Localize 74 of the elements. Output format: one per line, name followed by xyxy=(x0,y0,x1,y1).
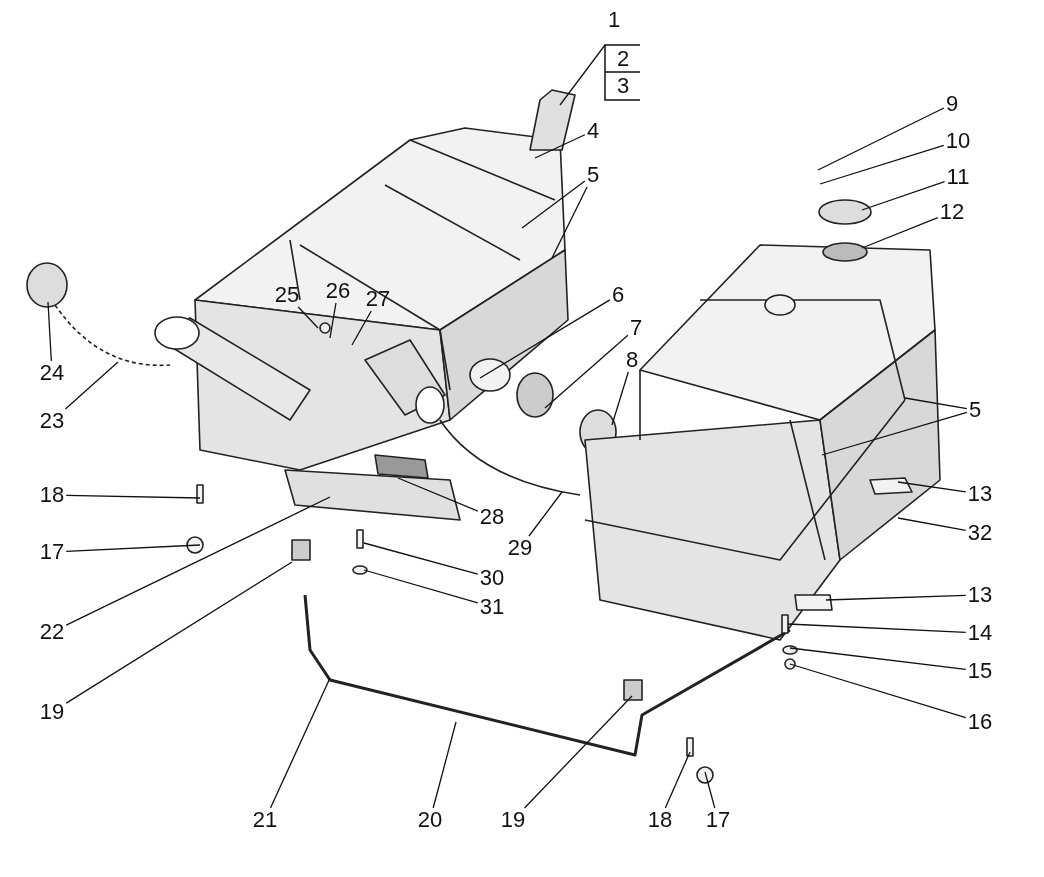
callout-number: 8 xyxy=(625,348,639,372)
leader-line xyxy=(861,217,939,249)
leader-line xyxy=(432,721,457,809)
leader-line xyxy=(351,310,372,346)
leader-line xyxy=(479,299,611,379)
leader-line xyxy=(534,134,586,159)
leader-line xyxy=(329,302,337,339)
callout-number: 9 xyxy=(945,92,959,116)
leader-line xyxy=(817,107,945,171)
callout-number: 25 xyxy=(274,283,300,307)
callout-number: 15 xyxy=(967,659,993,683)
leader-line xyxy=(363,569,479,604)
leader-line xyxy=(897,481,967,493)
callout-number: 24 xyxy=(39,361,65,385)
callout-number: 18 xyxy=(647,808,673,832)
leader-line xyxy=(789,647,967,670)
leader-line xyxy=(521,180,586,229)
callout-number: 20 xyxy=(417,808,443,832)
leader-line xyxy=(269,677,331,809)
leader-line xyxy=(787,623,967,633)
callout-number: 18 xyxy=(39,483,65,507)
leader-line xyxy=(825,594,967,601)
callout-number: 27 xyxy=(365,287,391,311)
callout-number: 5 xyxy=(968,398,982,422)
leader-line xyxy=(523,695,633,809)
leader-line xyxy=(65,496,331,626)
leader-line xyxy=(821,411,968,456)
leader-line xyxy=(544,334,629,409)
callout-number: 30 xyxy=(479,566,505,590)
callout-number: 1 xyxy=(607,8,621,32)
leader-line xyxy=(704,771,716,809)
leader-line xyxy=(65,544,201,552)
leader-line xyxy=(47,301,52,362)
leader-line xyxy=(559,44,606,106)
callout-number: 11 xyxy=(946,165,970,189)
callout-number: 14 xyxy=(967,621,993,645)
callout-number: 6 xyxy=(611,283,625,307)
callout-number: 21 xyxy=(252,808,278,832)
callout-number: 31 xyxy=(479,595,505,619)
callout-number: 19 xyxy=(500,808,526,832)
callout-number: 17 xyxy=(705,808,731,832)
callout-number: 29 xyxy=(507,536,533,560)
leader-line xyxy=(904,397,968,410)
leader-line xyxy=(819,144,945,185)
callout-number: 7 xyxy=(629,316,643,340)
callout-number: 32 xyxy=(967,521,993,545)
leader-line xyxy=(363,542,479,575)
callout-number: 17 xyxy=(39,540,65,564)
callout-number: 28 xyxy=(479,505,505,529)
callout-number: 2 xyxy=(616,47,630,71)
leader-line xyxy=(65,494,201,499)
leader-line xyxy=(897,517,967,532)
callout-number: 13 xyxy=(967,482,993,506)
callout-number: 23 xyxy=(39,409,65,433)
leader-line xyxy=(65,561,293,704)
callout-number: 26 xyxy=(325,279,351,303)
callout-number: 12 xyxy=(939,200,965,224)
leader-line xyxy=(64,361,119,410)
leader-line xyxy=(397,477,479,512)
callout-number: 19 xyxy=(39,700,65,724)
leader-line xyxy=(528,491,563,537)
callout-number: 13 xyxy=(967,583,993,607)
leader-line xyxy=(297,306,319,329)
leader-line xyxy=(789,663,967,719)
callout-number: 5 xyxy=(586,163,600,187)
leader-line xyxy=(664,751,691,809)
leader-line xyxy=(861,180,946,211)
callout-number: 3 xyxy=(616,74,630,98)
leader-line xyxy=(611,371,629,426)
leader-line xyxy=(551,186,588,259)
callout-number: 4 xyxy=(586,119,600,143)
callout-number: 10 xyxy=(945,129,971,153)
callout-number: 22 xyxy=(39,620,65,644)
callout-number: 16 xyxy=(967,710,993,734)
